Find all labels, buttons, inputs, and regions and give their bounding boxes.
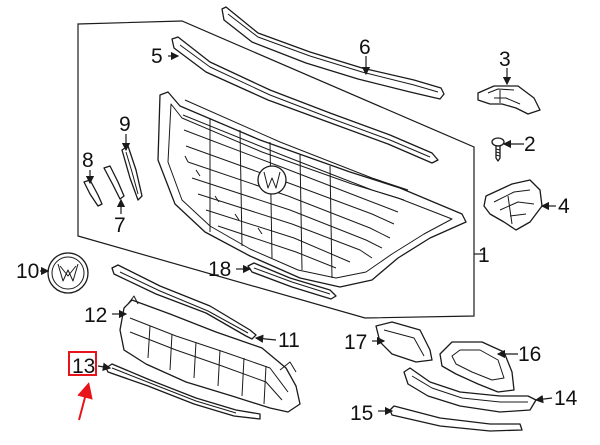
callout-5: 5 <box>151 45 163 68</box>
callout-12: 12 <box>84 304 107 327</box>
upper-bracket-part <box>477 85 541 115</box>
callout-16: 16 <box>518 343 541 366</box>
upper-trim-strip-part <box>221 6 445 100</box>
side-bracket-part <box>483 179 543 231</box>
callout-11: 11 <box>278 329 300 352</box>
fog-light-frame-part <box>439 341 515 393</box>
callout-8: 8 <box>82 149 94 172</box>
chrome-strip-part <box>389 405 523 432</box>
leader-line-14 <box>534 394 553 404</box>
callout-1: 1 <box>478 244 490 267</box>
callout-7: 7 <box>114 214 126 237</box>
lower-grille-carrier-part <box>119 295 301 413</box>
lower-bumper-trim-part <box>111 264 257 340</box>
assembly-outline <box>77 20 475 319</box>
callout-15: 15 <box>350 402 373 425</box>
screw-part <box>491 137 505 162</box>
callout-9: 9 <box>119 113 131 136</box>
callout-6: 6 <box>359 36 371 59</box>
callout-17: 17 <box>344 331 367 354</box>
emblem-part <box>47 252 89 294</box>
radiator-grille-part <box>157 91 467 288</box>
leader-line-11 <box>254 334 277 343</box>
callout-13: 13 <box>72 355 95 378</box>
callout-10: 10 <box>16 260 39 283</box>
callout-3: 3 <box>499 48 511 71</box>
lower-trim-strip-part <box>171 36 439 164</box>
lower-trim-strip-13-part <box>105 363 261 420</box>
callout-4: 4 <box>558 195 570 218</box>
leader-line-13 <box>97 362 112 371</box>
lower-grille-trim-part <box>247 262 337 300</box>
side-molding-part <box>121 145 143 201</box>
trim-piece-part <box>103 165 125 200</box>
callout-2: 2 <box>524 133 536 156</box>
small-trim-part <box>83 179 103 207</box>
small-cover-part <box>375 321 433 363</box>
callout-14: 14 <box>554 387 578 410</box>
highlight-arrow <box>77 382 93 421</box>
highlight-box <box>68 351 97 376</box>
callout-18: 18 <box>208 258 231 281</box>
